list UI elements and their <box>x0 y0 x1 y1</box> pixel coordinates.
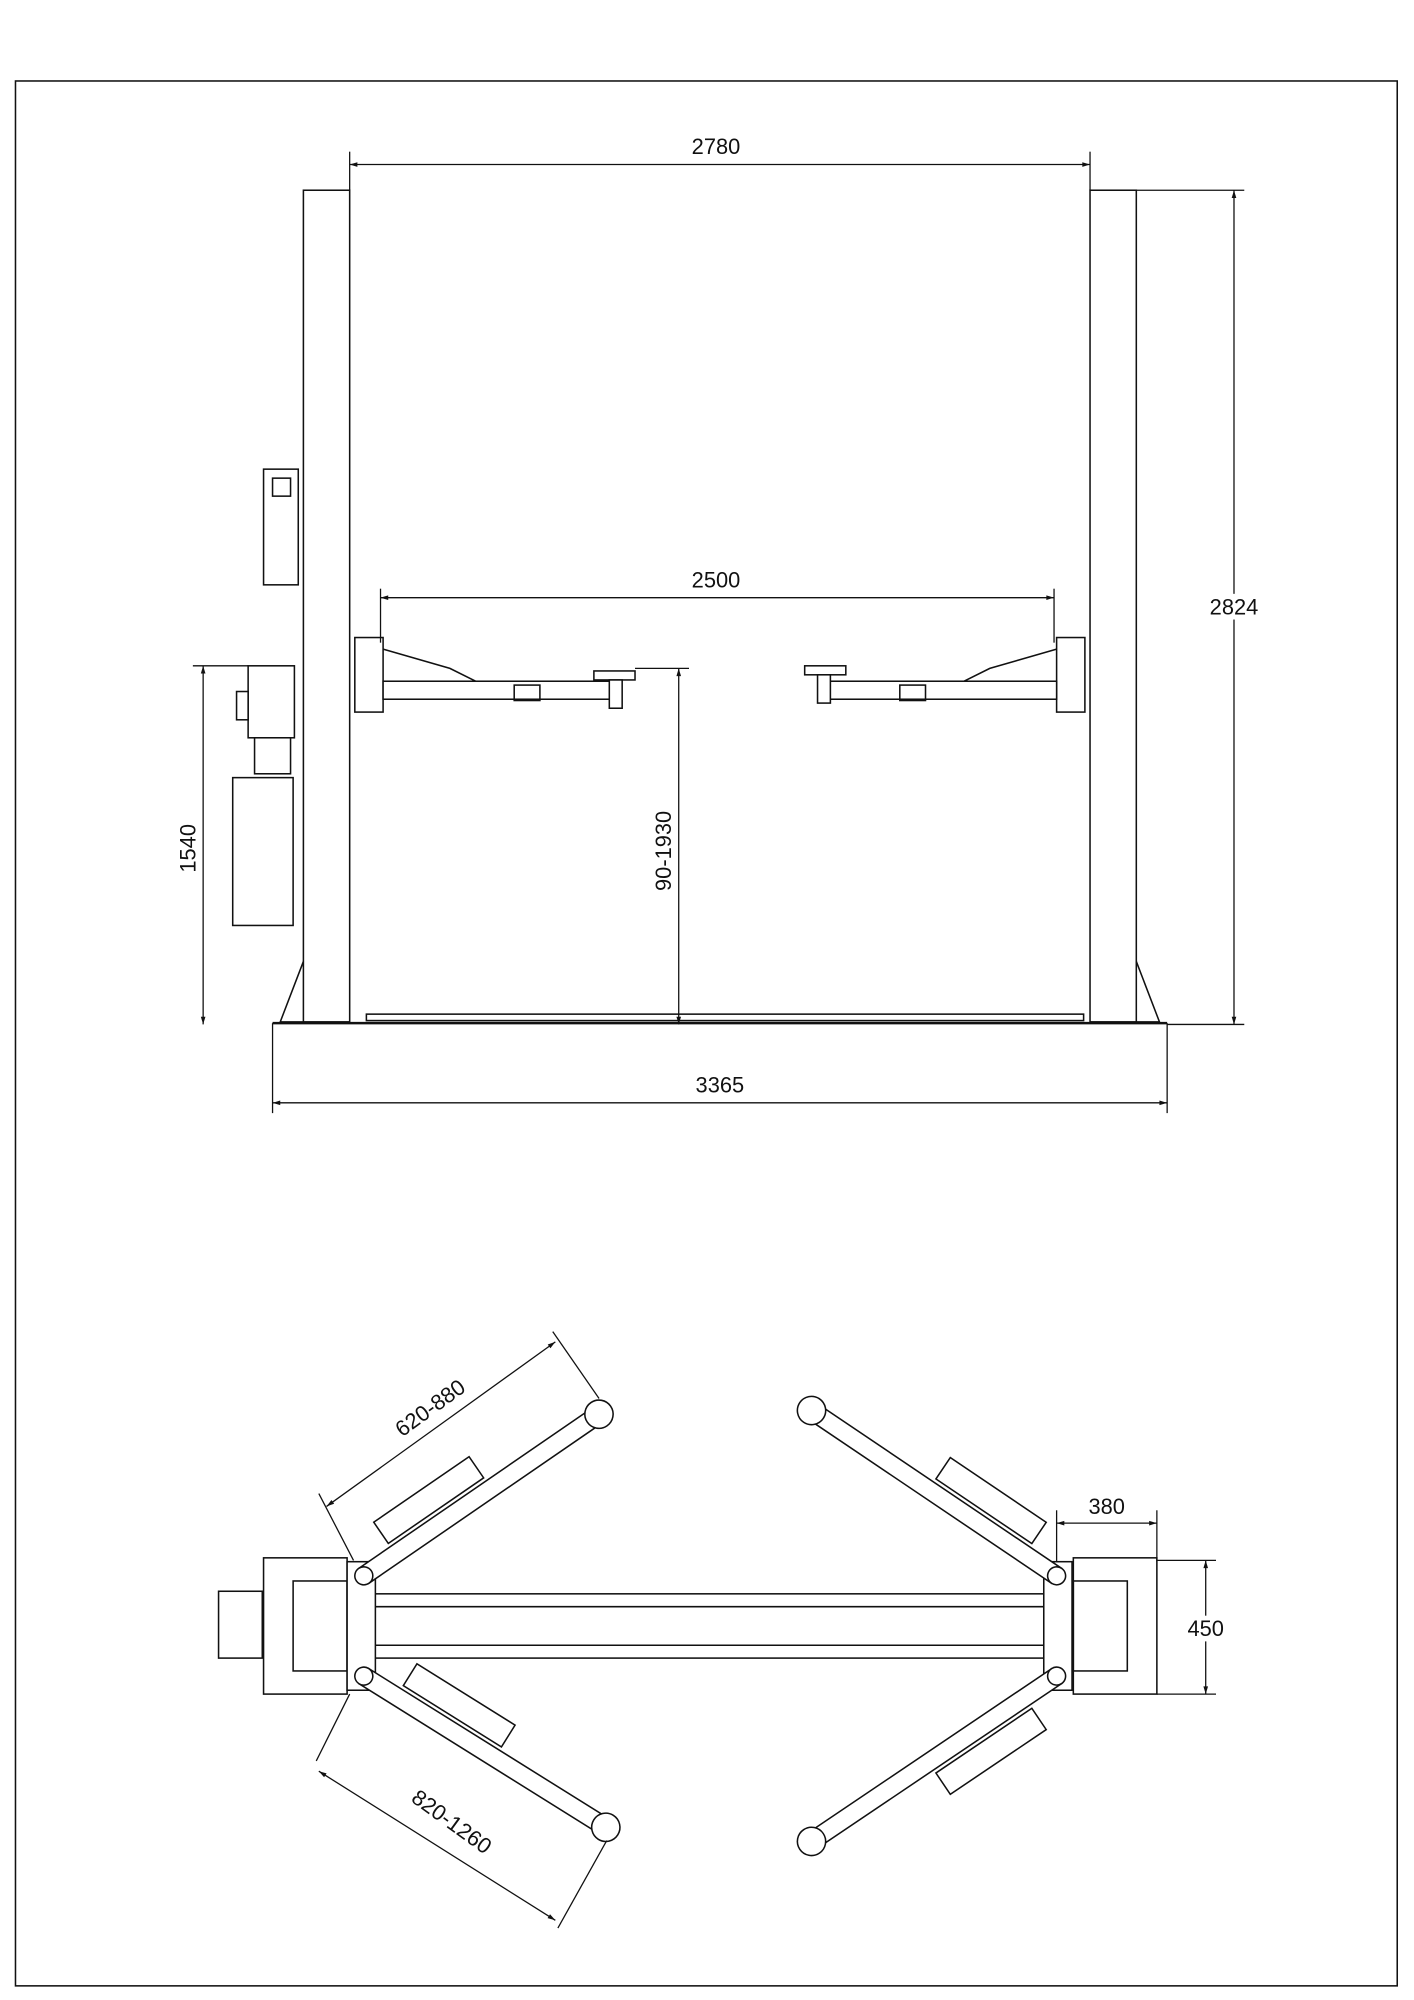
dim-label: 2824 <box>1210 594 1259 619</box>
dim-2824: 2824 <box>1136 189 1263 1026</box>
top-view: 620-880 820-1260 380 450 <box>217 1331 1229 1929</box>
front-view: 2780 2500 2824 1540 90-1930 3365 <box>175 134 1263 1114</box>
dim-1540: 1540 <box>175 665 249 1025</box>
control-box <box>262 468 300 586</box>
crossbeam <box>372 1593 1049 1659</box>
dim-380: 380 <box>1055 1494 1158 1562</box>
dim-2780: 2780 <box>349 134 1091 191</box>
oil-tank <box>231 776 294 927</box>
dim-90-1930: 90-1930 <box>635 667 690 1025</box>
left-post <box>302 189 351 1023</box>
post-feet <box>279 961 1161 1023</box>
right-post <box>1089 189 1138 1023</box>
left-arm <box>354 636 636 713</box>
floor-plate <box>365 1013 1085 1022</box>
motor-top <box>217 1590 264 1659</box>
dim-2500: 2500 <box>379 567 1055 643</box>
dim-label: 90-1930 <box>651 811 676 891</box>
dim-450: 450 <box>1156 1559 1229 1695</box>
dim-label: 2780 <box>692 134 741 159</box>
dim-3365: 3365 <box>271 1023 1168 1114</box>
motor <box>247 665 296 739</box>
drawing-frame <box>14 80 1399 1987</box>
left-base-plate <box>262 1557 348 1695</box>
dim-label: 1540 <box>175 824 200 873</box>
dim-label: 820-1260 <box>407 1784 496 1858</box>
right-arm <box>803 636 1086 713</box>
dim-label: 380 <box>1089 1494 1125 1519</box>
right-base-plate <box>1072 1557 1158 1695</box>
dim-label: 2500 <box>692 567 741 592</box>
dim-label: 3365 <box>696 1073 745 1098</box>
dim-label: 450 <box>1187 1616 1223 1641</box>
